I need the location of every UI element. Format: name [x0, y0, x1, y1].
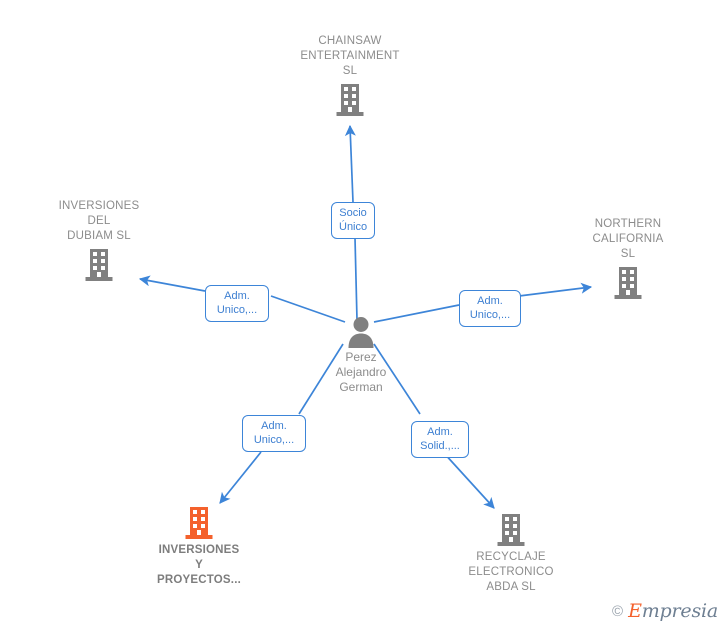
building-icon [497, 514, 525, 546]
node-label-recyclaje: RECYCLAJE ELECTRONICO ABDA SL [468, 551, 554, 593]
edge-inversiones-proyectos[interactable] [219, 343, 344, 504]
building-icon [614, 267, 642, 299]
edge-label-recyclaje[interactable]: Adm. Solid.,... [411, 421, 469, 458]
node-label-inversiones-proyectos: INVERSIONES Y PROYECTOS... [157, 544, 241, 586]
node-label-chainsaw: CHAINSAW ENTERTAINMENT SL [300, 35, 400, 77]
node-dubiam[interactable]: INVERSIONES DEL DUBIAM SL [24, 199, 174, 282]
edge-recyclaje[interactable] [373, 343, 495, 509]
building-icon [85, 249, 113, 281]
person-icon [348, 317, 374, 348]
brand-wordmark: Empresia [628, 600, 718, 622]
node-label-northern: NORTHERN CALIFORNIA SL [592, 218, 664, 260]
node-center-person[interactable]: Perez Alejandro German [286, 316, 436, 395]
node-label-dubiam: INVERSIONES DEL DUBIAM SL [58, 200, 140, 242]
edge-label-chainsaw[interactable]: Socio Único [331, 202, 375, 239]
edge-label-dubiam[interactable]: Adm. Unico,... [205, 285, 269, 322]
node-recyclaje[interactable]: RECYCLAJE ELECTRONICO ABDA SL [436, 513, 586, 595]
node-label-center-person: Perez Alejandro German [335, 350, 387, 394]
brand-initial: E [628, 600, 642, 622]
edge-label-northern[interactable]: Adm. Unico,... [459, 290, 521, 327]
edge-chainsaw[interactable] [344, 124, 358, 321]
edge-northern[interactable] [373, 282, 593, 323]
node-chainsaw[interactable]: CHAINSAW ENTERTAINMENT SL [275, 34, 425, 117]
empresia-watermark: © Empresia [612, 600, 718, 622]
building-icon [185, 507, 213, 539]
brand-rest: mpresia [641, 600, 718, 622]
edge-dubiam[interactable] [138, 275, 346, 323]
building-icon [336, 84, 364, 116]
copyright-icon: © [612, 602, 624, 620]
node-inversiones-proyectos[interactable]: INVERSIONES Y PROYECTOS... [124, 506, 274, 588]
node-northern[interactable]: NORTHERN CALIFORNIA SL [553, 217, 703, 300]
edge-label-inversiones-proyectos[interactable]: Adm. Unico,... [242, 415, 306, 452]
